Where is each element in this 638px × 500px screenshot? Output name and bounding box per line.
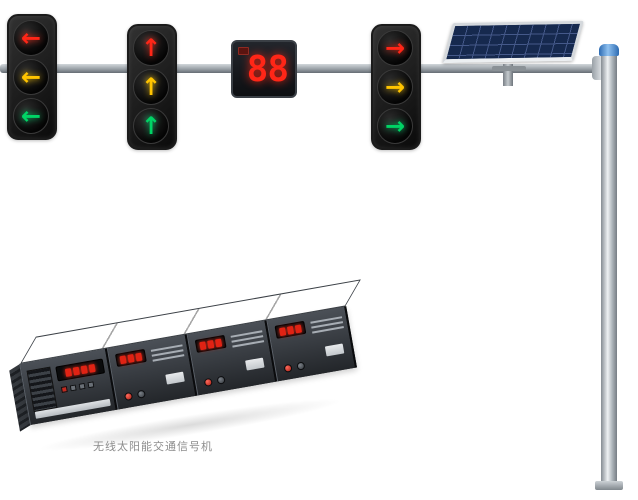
panel-markings: [230, 330, 265, 350]
display-digit: [294, 323, 302, 333]
yellow-left-arrow-light: ←: [13, 59, 49, 95]
button: [87, 381, 95, 389]
signal-driver-module: [266, 306, 357, 382]
display-digit: [127, 353, 135, 363]
keypad-buttons: [60, 381, 95, 393]
red-button: [60, 386, 68, 393]
display-digit: [286, 325, 295, 335]
display-digit: [80, 364, 88, 374]
panel-markings: [310, 316, 344, 336]
button: [69, 384, 77, 392]
module-buttons: [203, 375, 226, 388]
vertical-pole: [601, 54, 617, 484]
display-digit: [64, 367, 73, 377]
module-buttons: [123, 389, 146, 402]
solar-panel-mount-post: [503, 64, 513, 86]
countdown-timer-display: 88: [231, 40, 297, 98]
yellow-up-arrow-light: ↑: [133, 69, 169, 105]
traffic-head-left-arrows: ← ← ←: [7, 14, 57, 140]
red-button: [203, 377, 213, 388]
digital-display: [114, 348, 147, 367]
left-arrow-icon: ←: [20, 63, 42, 91]
signal-driver-module: [106, 334, 198, 410]
yellow-right-arrow-light: →: [377, 69, 413, 105]
display-digit: [119, 354, 127, 364]
red-button: [283, 363, 293, 373]
traffic-head-right-arrows: → → →: [371, 24, 421, 150]
display-digit: [88, 363, 96, 373]
signal-driver-module: [186, 320, 278, 396]
label-sticker: [165, 371, 185, 385]
digital-display: [274, 320, 307, 339]
display-digit: [207, 339, 215, 349]
left-arrow-icon: ←: [20, 102, 42, 130]
up-arrow-icon: ↑: [140, 112, 162, 140]
display-digit: [214, 338, 223, 347]
right-arrow-icon: →: [384, 112, 406, 140]
countdown-digits: 88: [246, 48, 289, 90]
red-button: [123, 391, 134, 402]
up-arrow-icon: ↑: [140, 34, 162, 62]
product-caption: 无线太阳能交通信号机: [93, 440, 213, 453]
label-sticker: [245, 357, 265, 371]
left-arrow-icon: ←: [20, 24, 42, 52]
green-right-arrow-light: →: [377, 108, 413, 144]
solar-panel-mount-foot: [492, 66, 526, 71]
traffic-head-up-arrows: ↑ ↑ ↑: [127, 24, 177, 150]
solar-panel-assembly: [442, 20, 584, 86]
red-left-arrow-light: ←: [13, 20, 49, 56]
right-arrow-icon: →: [384, 73, 406, 101]
timer-indicator-led: [238, 47, 249, 55]
dark-button: [296, 361, 306, 371]
display-digit: [135, 352, 143, 362]
green-left-arrow-light: ←: [13, 98, 49, 134]
right-arrow-icon: →: [384, 34, 406, 62]
module-buttons: [283, 361, 306, 373]
label-sticker: [324, 343, 345, 357]
digital-display: [194, 334, 227, 353]
dark-button: [216, 375, 226, 385]
button: [78, 382, 86, 390]
pole-base: [595, 481, 623, 490]
green-up-arrow-light: ↑: [133, 108, 169, 144]
solar-panel: [442, 20, 584, 64]
red-right-arrow-light: →: [377, 30, 413, 66]
display-digit: [72, 366, 80, 376]
display-digit: [278, 326, 287, 336]
up-arrow-icon: ↑: [140, 73, 162, 101]
display-digit: [199, 340, 207, 350]
red-up-arrow-light: ↑: [133, 30, 169, 66]
vent-grille: [26, 366, 58, 413]
pole-cap: [599, 44, 619, 56]
digital-display: [55, 358, 106, 382]
signal-mast-arm: [0, 64, 606, 73]
panel-markings: [150, 344, 185, 364]
dark-button: [136, 389, 146, 399]
